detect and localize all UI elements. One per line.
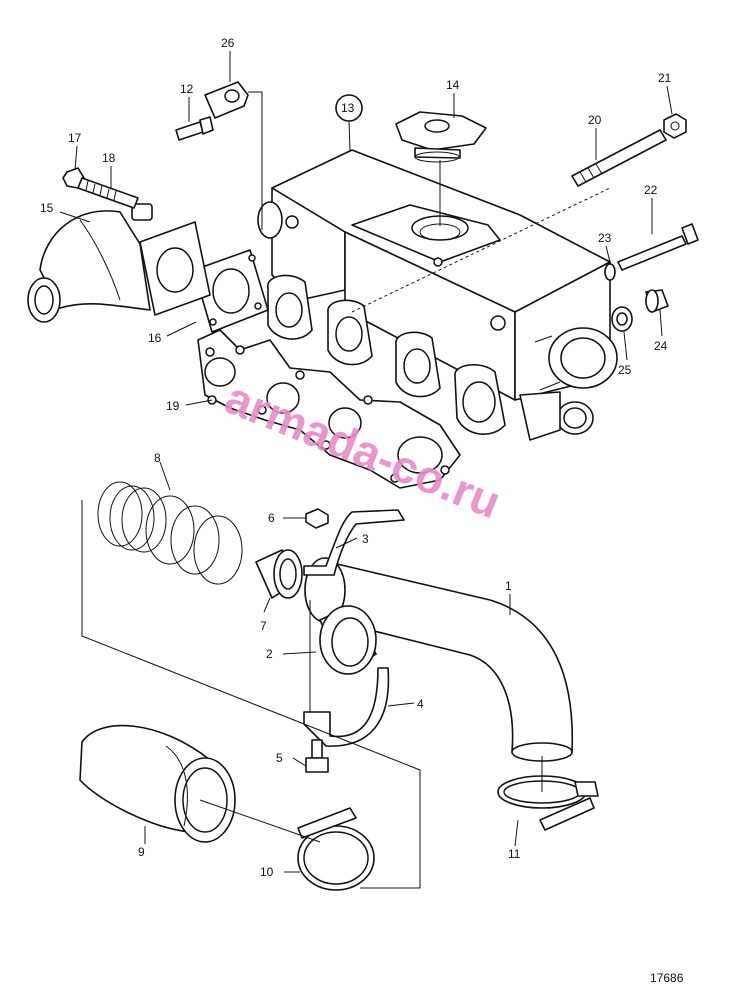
bolt-22 xyxy=(617,223,699,271)
drawing-number: 17686 xyxy=(650,971,684,985)
callout-21: 21 xyxy=(658,71,672,85)
callout-13: 13 xyxy=(341,101,355,115)
washer-25 xyxy=(611,306,633,332)
bolt-6 xyxy=(305,508,329,529)
washer-23 xyxy=(604,263,616,281)
callout-7: 7 xyxy=(260,619,267,633)
bracket-26 xyxy=(204,81,249,119)
callout-24: 24 xyxy=(654,339,668,353)
bracket-3 xyxy=(303,509,405,576)
callout-6: 6 xyxy=(268,511,275,525)
callout-5: 5 xyxy=(276,751,283,765)
callout-14: 14 xyxy=(446,78,460,92)
hose-clamp-11 xyxy=(497,775,599,831)
callout-17: 17 xyxy=(68,131,82,145)
manifold-gasket xyxy=(197,329,461,489)
assembly-lines xyxy=(81,91,611,889)
callout-15: 15 xyxy=(40,201,54,215)
callout-12: 12 xyxy=(180,82,194,96)
elbow-15 xyxy=(27,203,211,323)
callout-22: 22 xyxy=(644,183,658,197)
callout-1: 1 xyxy=(505,579,512,593)
callout-8: 8 xyxy=(154,451,161,465)
spring-8 xyxy=(97,481,243,585)
sleeve-7 xyxy=(255,549,303,599)
collar-2 xyxy=(319,605,377,675)
callout-4: 4 xyxy=(417,697,424,711)
callout-labels: 1 2 3 4 5 6 7 8 9 10 11 12 14 15 16 17 1… xyxy=(40,36,672,879)
bracket-4 xyxy=(303,667,390,747)
callout-3: 3 xyxy=(362,532,369,546)
plug-24 xyxy=(645,289,669,313)
callout-19: 19 xyxy=(166,399,180,413)
stud-20 xyxy=(571,129,667,187)
stud-18 xyxy=(77,177,139,209)
callout-16: 16 xyxy=(148,331,162,345)
callout-13-circle xyxy=(335,94,363,122)
callout-2: 2 xyxy=(266,647,273,661)
callout-20: 20 xyxy=(588,113,602,127)
leader-lines xyxy=(59,51,673,873)
callout-10: 10 xyxy=(260,865,274,879)
bolt-5 xyxy=(305,739,329,773)
filler-cap xyxy=(395,111,487,163)
callout-26: 26 xyxy=(221,36,235,50)
square-gasket xyxy=(193,249,269,333)
hose-clamp-10 xyxy=(297,807,375,891)
callout-11: 11 xyxy=(508,847,521,861)
bolt-12 xyxy=(175,116,214,141)
nut-21 xyxy=(663,113,687,139)
callout-9: 9 xyxy=(138,845,145,859)
exhaust-ports xyxy=(267,274,561,441)
callout-25: 25 xyxy=(618,363,632,377)
callout-23: 23 xyxy=(598,231,612,245)
pipe-9 xyxy=(79,724,236,843)
callout-18: 18 xyxy=(102,151,116,165)
exhaust-manifold xyxy=(257,149,618,435)
